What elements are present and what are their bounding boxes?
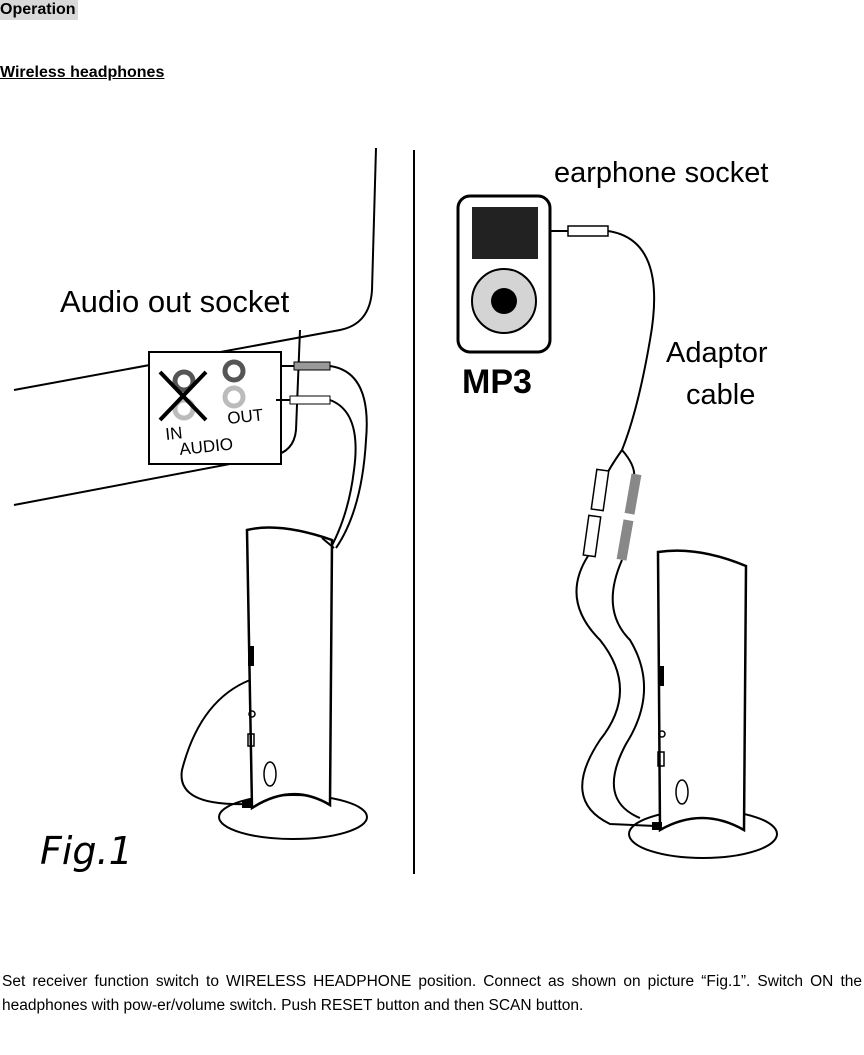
- cross-mark-icon: [158, 370, 208, 422]
- left-transmitter: [245, 526, 334, 811]
- subsection-heading: Wireless headphones: [0, 64, 165, 81]
- adaptor-plug-white-1: [590, 468, 610, 512]
- plug-top: [293, 361, 331, 371]
- right-transmitter: [656, 549, 748, 833]
- section-heading: Operation: [0, 0, 78, 20]
- fig-label: Fig.1: [40, 829, 133, 873]
- out-jack-bottom: [222, 385, 246, 409]
- cable-left-a: [329, 365, 368, 549]
- earphone-socket-label: earphone socket: [554, 157, 768, 189]
- adaptor-plug-grey-1: [624, 473, 642, 515]
- adaptor-label-line1: Adaptor: [666, 337, 768, 369]
- mp3-center-button: [491, 288, 517, 314]
- adaptor-plug-white-2: [582, 514, 602, 558]
- plug-bottom: [289, 395, 331, 405]
- mp3-label: MP3: [462, 363, 532, 401]
- audio-out-socket-label: Audio out socket: [60, 284, 290, 319]
- left-power-cable: [180, 679, 251, 806]
- in-jack-top: [172, 369, 196, 393]
- tv-body-outline: [13, 147, 377, 391]
- adaptor-plug-grey-2: [616, 519, 634, 561]
- audio-in-label: IN: [164, 423, 183, 444]
- audio-out-port-label: OUT: [226, 405, 264, 428]
- cable-left-b: [325, 399, 357, 557]
- connection-figure: Audio out socket IN OUT AUDIO Fig.1 earp…: [13, 147, 778, 874]
- out-jack-top: [222, 359, 246, 383]
- left-base: [218, 794, 368, 840]
- instruction-paragraph: Set receiver function switch to WIRELESS…: [2, 973, 862, 1015]
- mp3-screen: [472, 207, 538, 259]
- adaptor-cable-main: [607, 230, 656, 451]
- adaptor-label-line2: cable: [686, 379, 755, 411]
